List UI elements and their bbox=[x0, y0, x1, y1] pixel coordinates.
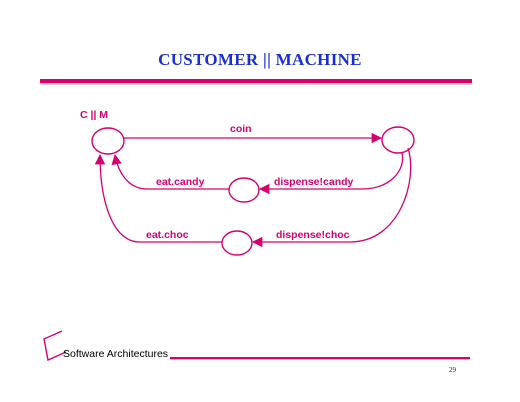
state-start bbox=[91, 127, 125, 155]
state-candy bbox=[228, 177, 260, 203]
transition-eat-candy-label: eat.candy bbox=[156, 176, 205, 188]
start-state-label: C || M bbox=[80, 109, 108, 121]
state-choc bbox=[221, 230, 253, 256]
footer-bracket bbox=[43, 330, 67, 361]
title-divider bbox=[40, 79, 472, 85]
transition-dispense-candy-label: dispense!candy bbox=[274, 176, 354, 188]
slide-title: CUSTOMER || MACHINE bbox=[158, 50, 362, 69]
page-number: 29 bbox=[449, 366, 456, 374]
footer-divider bbox=[170, 357, 470, 360]
transition-dispense-candy-arrow bbox=[258, 152, 404, 195]
transition-eat-choc-label: eat.choc bbox=[146, 229, 189, 241]
footer-text: Software Architectures bbox=[63, 348, 169, 360]
transition-coin-label: coin bbox=[230, 123, 252, 135]
transition-dispense-choc-label: dispense!choc bbox=[276, 229, 350, 241]
transition-dispense-choc-arrow bbox=[251, 147, 412, 248]
transition-eat-candy-arrow bbox=[111, 153, 229, 190]
state-paid bbox=[381, 126, 415, 154]
transition-eat-choc-arrow bbox=[94, 153, 222, 243]
